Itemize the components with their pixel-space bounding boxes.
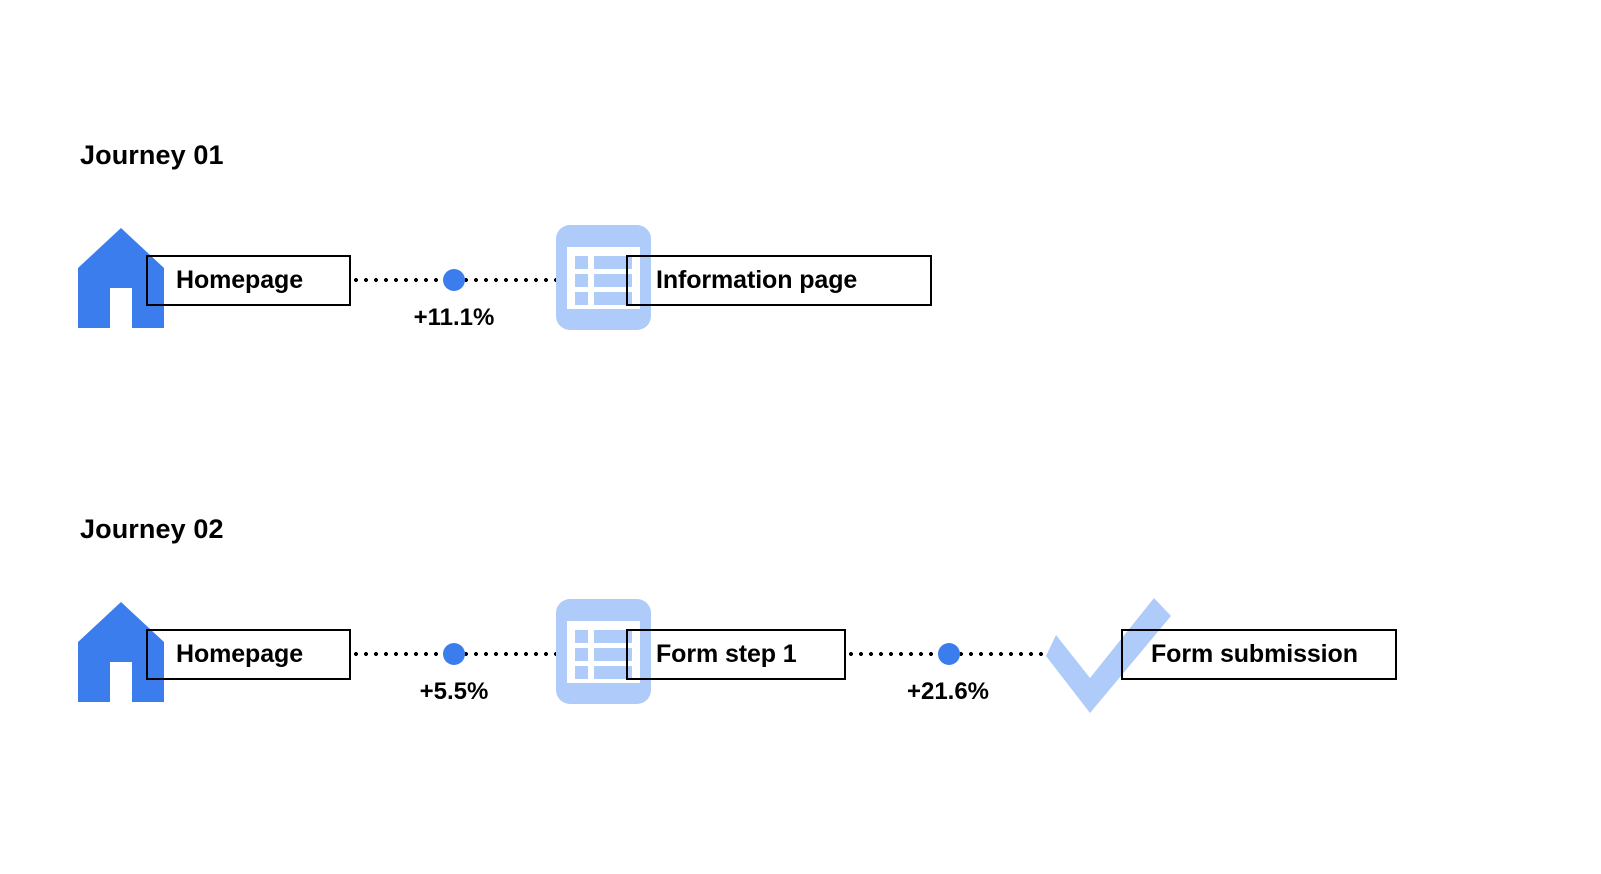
node-box-form-step-1[interactable]: Form step 1: [626, 629, 846, 680]
journey-flow-row: Homepage +11.1%: [0, 218, 1601, 348]
connector-label: +11.1%: [413, 304, 495, 331]
journey-title: Journey 01: [80, 140, 224, 170]
node-label: Form submission: [1151, 640, 1358, 668]
node-label: Information page: [656, 266, 858, 294]
connector-dot[interactable]: [443, 269, 465, 291]
home-icon: [78, 602, 164, 707]
node-label: Form step 1: [656, 640, 797, 668]
node-box-homepage[interactable]: Homepage: [146, 629, 351, 680]
connector-label: +5.5%: [419, 678, 489, 705]
node-label: Homepage: [176, 266, 304, 294]
node-box-homepage[interactable]: Homepage: [146, 255, 351, 306]
connector-label: +21.6%: [906, 678, 990, 705]
node-box-information-page[interactable]: Information page: [626, 255, 932, 306]
node-box-form-submission[interactable]: Form submission: [1121, 629, 1397, 680]
connector-dot[interactable]: [443, 643, 465, 665]
journey-title: Journey 02: [80, 514, 224, 544]
checkmark-icon: [1046, 588, 1171, 718]
connector-dot[interactable]: [938, 643, 960, 665]
node-label: Homepage: [176, 640, 304, 668]
home-icon: [78, 228, 164, 333]
journey-flow-row: Homepage +5.5%: [0, 592, 1601, 722]
